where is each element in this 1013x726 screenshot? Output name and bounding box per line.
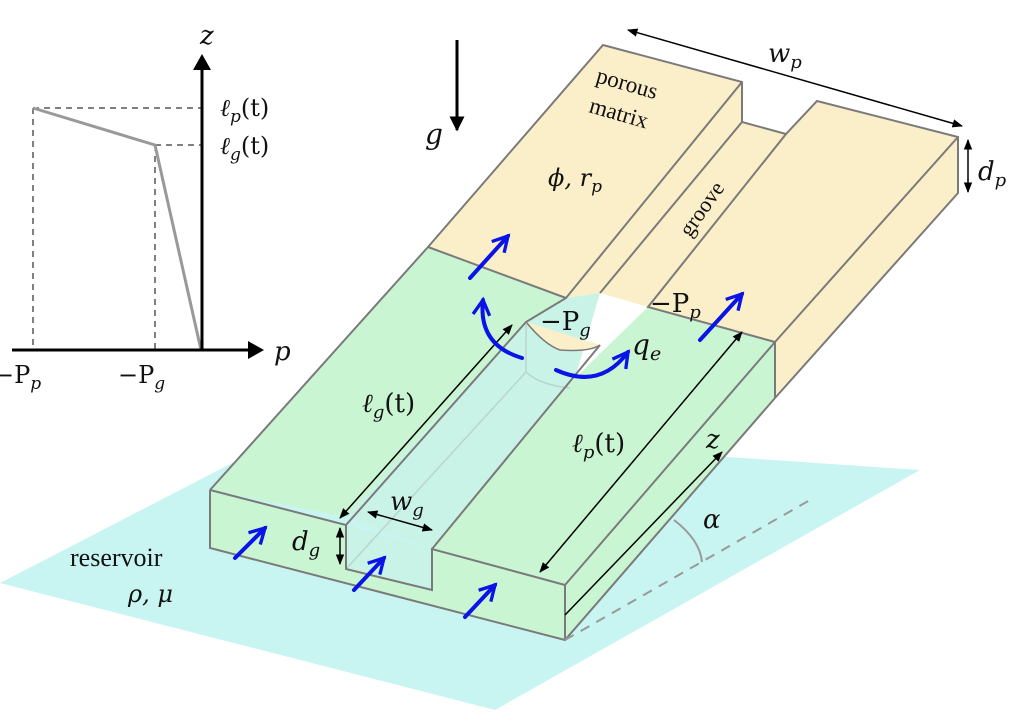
inset-tick-lp: ℓp(t) xyxy=(220,94,269,127)
porous-params-label: ϕ, rp xyxy=(548,164,602,197)
inset-tick-pg: −Pg xyxy=(118,361,165,394)
flow-arrow xyxy=(352,558,384,592)
w-p-dimension-arrow xyxy=(626,28,964,128)
w-p-label: wp xyxy=(768,39,802,73)
l-p-label: ℓp(t) xyxy=(572,429,625,463)
flow-arrow-curved-left xyxy=(482,300,524,360)
z-axis-arrow xyxy=(564,451,723,616)
z-axis-label: z xyxy=(705,425,720,455)
l-g-dimension-arrow xyxy=(339,324,513,519)
inset-z-arrowhead xyxy=(193,54,211,70)
flow-arrow xyxy=(698,294,742,342)
inset-tick-lg: ℓg(t) xyxy=(220,132,269,165)
reservoir-params-label: ρ, μ xyxy=(127,580,173,608)
porous-right-side xyxy=(775,137,958,398)
inset-z-label: z xyxy=(199,21,214,51)
gravity-label: g xyxy=(425,118,443,151)
l-g-label: ℓg(t) xyxy=(362,389,415,423)
d-p-label: dp xyxy=(978,157,1007,191)
projection-dashed-line xyxy=(564,499,811,641)
angle-label: α xyxy=(703,505,721,535)
groove-floor xyxy=(600,122,786,307)
flow-arrows xyxy=(233,236,742,619)
l-p-dimension-arrow xyxy=(539,331,743,573)
pressure-groove-label: −Pg xyxy=(540,307,591,341)
reservoir-label: reservoir xyxy=(70,543,163,572)
d-g-label: dg xyxy=(292,527,320,561)
pressure-porous-label: −Pp xyxy=(650,289,701,323)
porous-right-top xyxy=(648,101,958,342)
inset-p-arrowhead xyxy=(248,341,264,359)
flow-arrow xyxy=(233,528,265,560)
inset-p-label: p xyxy=(274,337,291,367)
flow-arrow xyxy=(468,236,508,280)
flow-arrow xyxy=(463,585,495,619)
inset-pressure-profile xyxy=(32,106,203,351)
flow-arrow-curved-right xyxy=(554,352,628,379)
w-g-label: wg xyxy=(390,487,424,521)
inset-tick-pp: −Pp xyxy=(0,361,41,394)
inset-plot xyxy=(12,54,264,359)
w-g-dimension-arrow xyxy=(366,510,434,532)
exchange-flux-label: qe xyxy=(632,328,661,365)
